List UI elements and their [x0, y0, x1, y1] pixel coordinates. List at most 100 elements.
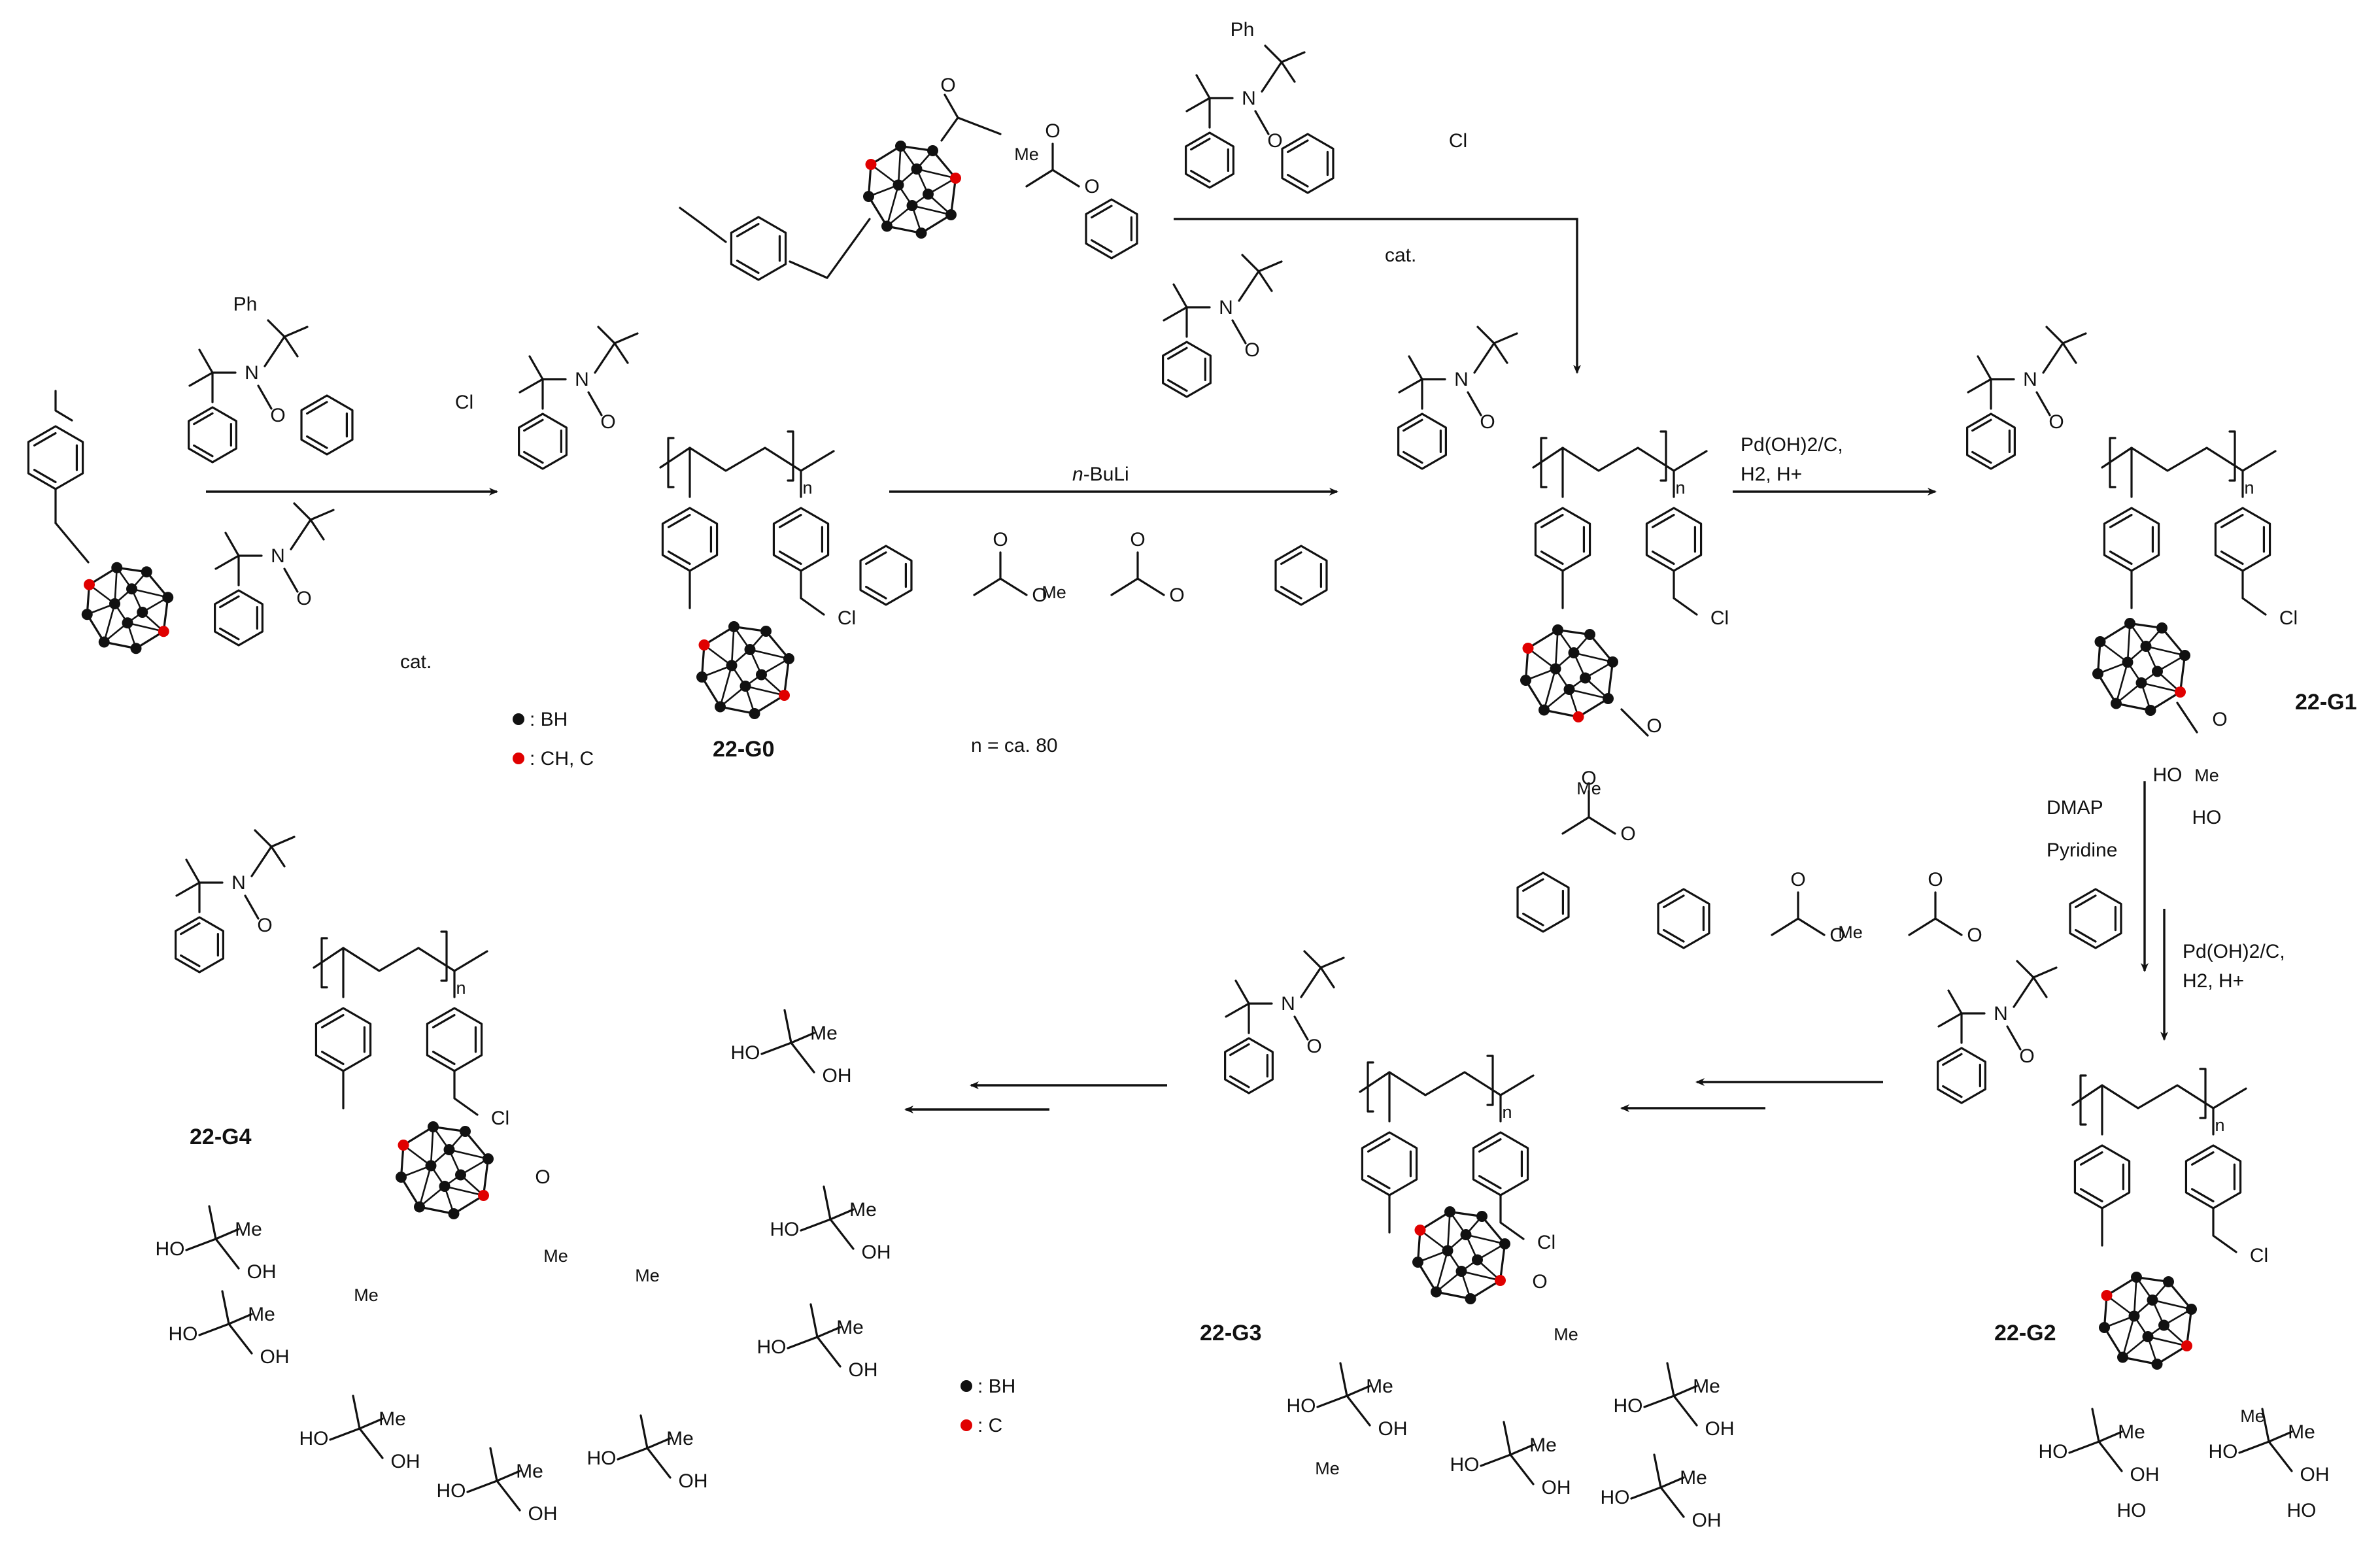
- atom-label-sub_n: n: [802, 478, 812, 498]
- bond: [783, 657, 790, 697]
- bond: [1493, 342, 1508, 364]
- bond: [1167, 347, 1188, 360]
- cage-bond: [1543, 668, 1557, 711]
- atom-label-oh: OH: [247, 1261, 277, 1283]
- bond-chain: [1185, 74, 1211, 112]
- bond-chain: [1316, 1385, 1371, 1408]
- cage-bh-vertex: [911, 163, 923, 175]
- bond: [719, 705, 756, 715]
- bond: [1416, 1261, 1438, 1293]
- cage-bh-vertex: [783, 653, 794, 664]
- cage-bh-vertex: [2117, 1351, 2128, 1363]
- bond-chain: [1163, 283, 1188, 322]
- cage-bond: [127, 622, 164, 633]
- bond: [214, 1238, 240, 1270]
- bond: [270, 845, 286, 868]
- bond: [587, 391, 603, 416]
- bond: [1367, 1138, 1391, 1153]
- reagent-dmap: DMAP: [2047, 797, 2103, 819]
- bond: [816, 1336, 842, 1368]
- cage-bh-vertex: [1460, 1229, 1472, 1240]
- cage-bond: [2115, 662, 2129, 704]
- atom-label-oh: OH: [528, 1503, 558, 1525]
- atom-label-me: Me: [1838, 923, 1863, 942]
- bond: [597, 326, 616, 345]
- bond: [33, 469, 57, 484]
- bond-chain: [1630, 1476, 1685, 1500]
- cage-bond: [1527, 647, 1556, 670]
- bond-chain: [250, 845, 273, 877]
- bond-chain: [1473, 342, 1495, 374]
- atom-label-n: N: [245, 362, 259, 384]
- bond: [320, 1051, 345, 1066]
- cage-bh-vertex: [130, 643, 142, 654]
- bond: [1971, 418, 1992, 432]
- benzene-ring: [2069, 888, 2122, 949]
- atom-label-o: O: [1306, 1036, 1321, 1057]
- cage-bh-vertex: [2147, 1295, 2158, 1306]
- bond: [1419, 1210, 1452, 1232]
- bond: [309, 518, 325, 541]
- atom-label-o: O: [1620, 823, 1635, 845]
- bond-chain: [2101, 447, 2277, 472]
- bond: [885, 225, 923, 235]
- bond: [790, 1041, 815, 1074]
- bond: [870, 144, 902, 166]
- atom-label-o: O: [1646, 715, 1661, 737]
- atom-label-o: O: [600, 411, 615, 433]
- bond: [180, 954, 201, 968]
- benzene-ring: [314, 1007, 372, 1072]
- cage-bond: [886, 184, 900, 227]
- g4-structure: NOnClOMeHOMeOHHOMeOHHOMeOHHOMeOHHOMeOHHO…: [156, 829, 891, 1525]
- bond: [1499, 1242, 1506, 1282]
- bond: [2190, 1151, 2215, 1166]
- cage-bh-vertex: [1472, 1254, 1483, 1266]
- bond: [1478, 1138, 1502, 1153]
- bond: [219, 595, 240, 609]
- cage-carbon-atom: [950, 173, 961, 184]
- atom-label-me: Me: [1315, 1459, 1340, 1478]
- benzene-ring: [1397, 413, 1447, 470]
- legend-ch-dot-top: [513, 753, 524, 764]
- atom-label-me: Me: [1042, 583, 1066, 602]
- atom-label-cl: Cl: [1449, 130, 1467, 152]
- bond-chain: [1499, 1194, 1525, 1240]
- cage-bh-vertex: [1538, 704, 1550, 716]
- cage-bond: [1420, 1229, 1448, 1252]
- bond: [2096, 672, 2118, 705]
- polymer-bracket-close: [2228, 430, 2236, 482]
- bond: [2079, 1188, 2103, 1203]
- atom-label-o: O: [1790, 869, 1805, 890]
- bond: [1257, 260, 1283, 273]
- bond: [257, 384, 273, 410]
- atom-label-ho: HO: [757, 1336, 787, 1358]
- bond-chain: [1398, 355, 1423, 394]
- atom-label-me: Me: [543, 1246, 568, 1266]
- atom-label-ho: HO: [1450, 1454, 1480, 1476]
- cage-bond: [403, 1144, 432, 1167]
- cage-bh-vertex: [740, 681, 751, 692]
- cage-bh-vertex: [749, 708, 760, 719]
- label-22-g2: 22-G2: [1994, 1321, 2056, 1346]
- bond: [646, 1447, 672, 1479]
- cage-bh-vertex: [2111, 698, 2122, 709]
- cage-bh-vertex: [892, 179, 904, 191]
- bond: [2149, 690, 2182, 712]
- bond: [208, 1205, 217, 1240]
- cage-bh-vertex: [923, 188, 934, 200]
- atom-label-oh: OH: [823, 1065, 852, 1087]
- atom-label-me: Me: [1554, 1325, 1578, 1344]
- bond: [736, 222, 760, 237]
- benzene-ring: [661, 507, 719, 572]
- atom-label-n: N: [271, 545, 285, 567]
- bond: [244, 894, 260, 920]
- bond: [1651, 513, 1675, 528]
- atom-label-o: O: [1169, 584, 1184, 606]
- bond-chain: [264, 335, 286, 367]
- cage-bh-vertex: [2092, 668, 2103, 679]
- bond: [667, 550, 691, 566]
- bond: [2062, 332, 2087, 345]
- atom-label-n: N: [575, 369, 589, 390]
